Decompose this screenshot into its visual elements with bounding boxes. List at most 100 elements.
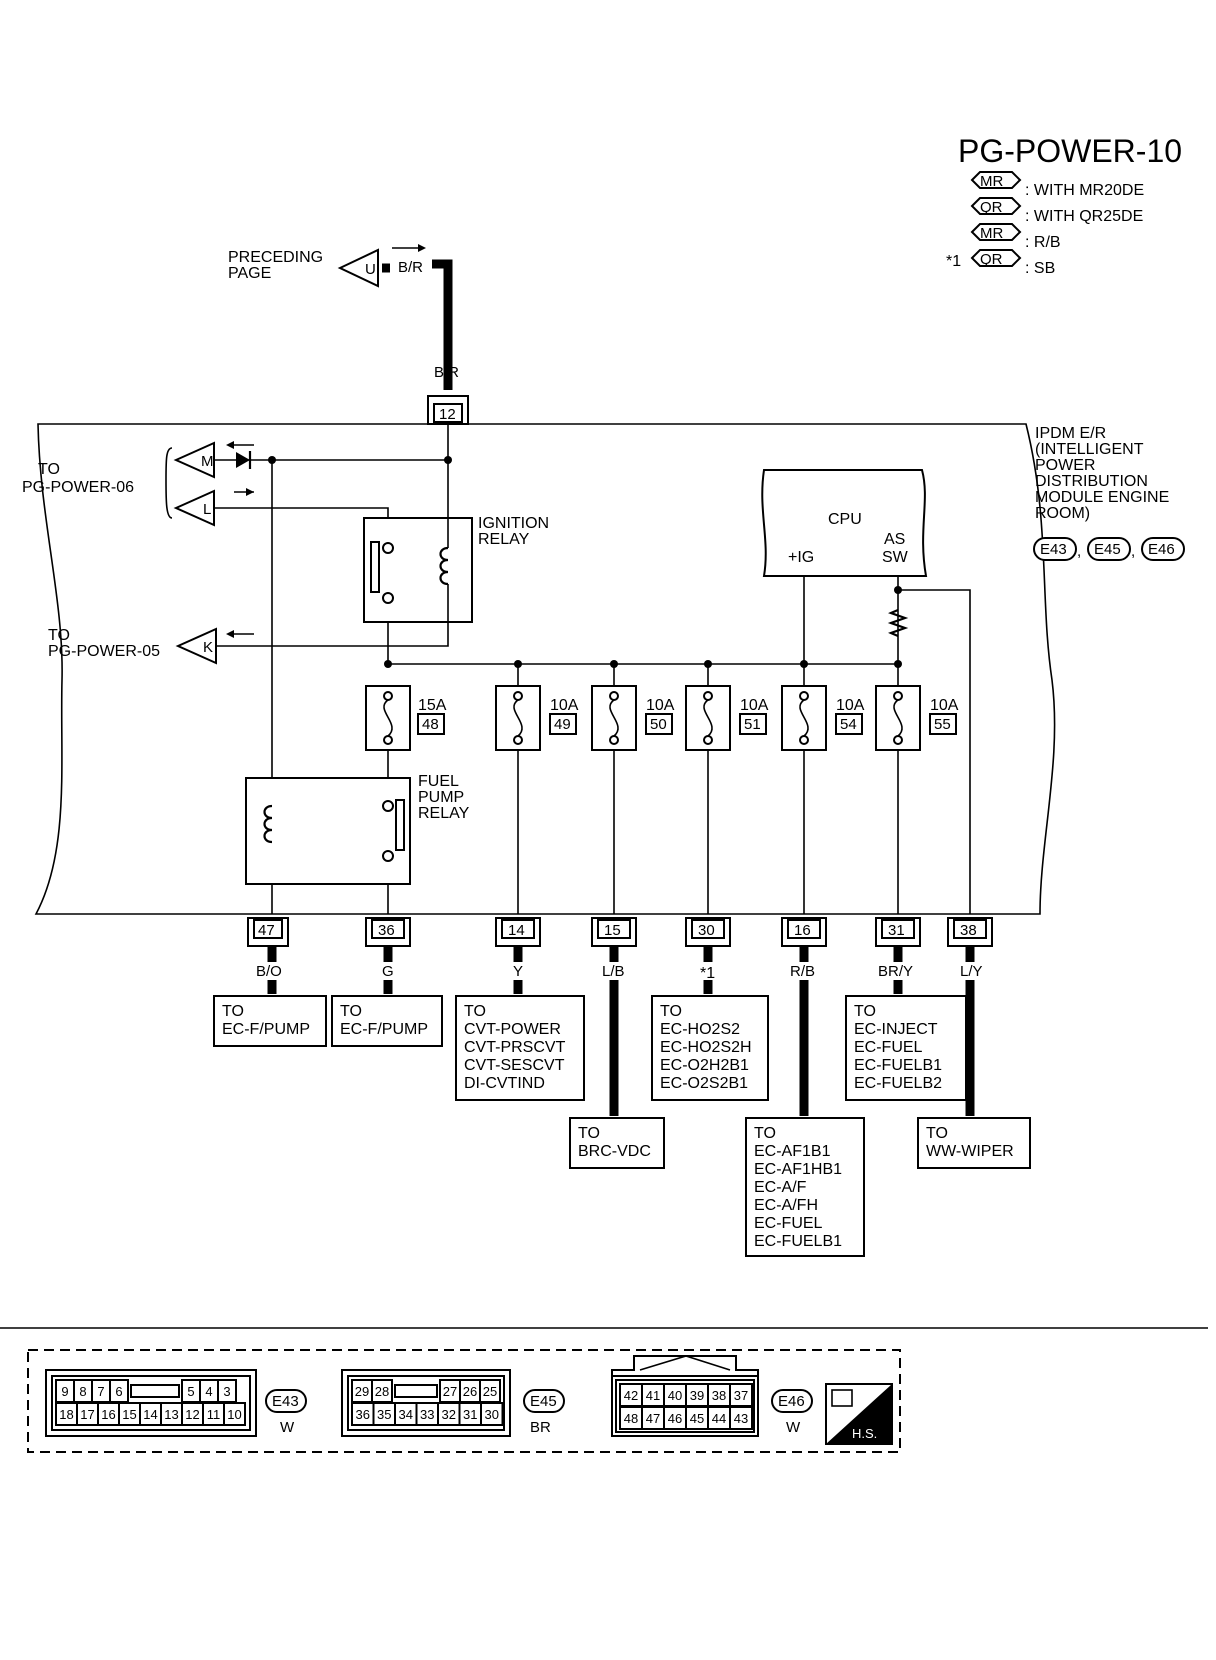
terminal-30: 30 *1 TO EC-HO2S2 EC-HO2S2H EC-O2H2B1 EC…: [651, 917, 769, 1101]
svg-text:TO: TO: [854, 1003, 876, 1020]
svg-text:RELAY: RELAY: [418, 805, 470, 822]
pin-number: 15: [122, 1407, 136, 1422]
svg-text:10A: 10A: [550, 697, 579, 714]
svg-text:CVT-PRSCVT: CVT-PRSCVT: [464, 1039, 566, 1056]
pin-number: 28: [375, 1384, 389, 1399]
svg-text:SW: SW: [882, 549, 909, 566]
wire-label: L/B: [602, 963, 625, 980]
ref-pg-power-05: TO PG-POWER-05 K: [48, 627, 217, 665]
terminal-16: 16 R/B TO EC-AF1B1 EC-AF1HB1 EC-A/F EC-A…: [745, 917, 865, 1257]
svg-text:EC-FUELB1: EC-FUELB1: [854, 1057, 942, 1074]
svg-text:E45: E45: [1094, 541, 1121, 558]
pin-number: 47: [646, 1411, 660, 1426]
pin-number: 11: [207, 1407, 221, 1422]
legend-item-qr-sb: QR : SB: [970, 249, 1055, 277]
connector-u: U: [365, 261, 376, 278]
ignition-relay: IGNITION RELAY: [363, 515, 549, 623]
pin-number: 35: [377, 1407, 391, 1422]
svg-text:15A: 15A: [418, 697, 447, 714]
preceding-page-ref: PRECEDING PAGE U B/R B/R 12: [228, 244, 469, 425]
pin-number: 9: [61, 1384, 68, 1399]
svg-text:10A: 10A: [646, 697, 675, 714]
pin-number: 40: [668, 1388, 682, 1403]
svg-text:PRECEDING: PRECEDING: [228, 249, 323, 266]
svg-text:BRC-VDC: BRC-VDC: [578, 1143, 651, 1160]
coil-icon: [263, 804, 273, 844]
svg-text:EC-FUELB1: EC-FUELB1: [754, 1233, 842, 1250]
pin-number: 25: [483, 1384, 497, 1399]
legend-item-qr: QR : WITH QR25DE: [970, 197, 1143, 225]
pin-number: 18: [59, 1407, 73, 1422]
terminal-36: 36 G TO EC-F/PUMP: [331, 917, 443, 1047]
coil-icon: [439, 546, 449, 586]
pin-number: 29: [355, 1384, 369, 1399]
pin-number: 6: [115, 1384, 122, 1399]
svg-text:EC-O2S2B1: EC-O2S2B1: [660, 1075, 748, 1092]
svg-text:50: 50: [650, 716, 667, 733]
svg-text:E46: E46: [778, 1393, 805, 1410]
svg-text:TO: TO: [48, 627, 70, 644]
svg-text:CPU: CPU: [828, 511, 862, 528]
terminal-12: 12: [439, 406, 456, 423]
pin-number: 44: [712, 1411, 726, 1426]
pin-number: 46: [668, 1411, 682, 1426]
connector-l: L: [203, 501, 211, 518]
wire-label: Y: [513, 963, 523, 980]
pin-number: 42: [624, 1388, 638, 1403]
svg-text:TO: TO: [340, 1003, 362, 1020]
svg-text:: R/B: : R/B: [1025, 234, 1061, 251]
ipdm-outline: [34, 423, 1056, 915]
svg-text:CVT-POWER: CVT-POWER: [464, 1021, 561, 1038]
svg-text:QR: QR: [980, 251, 1003, 268]
svg-text:PG-POWER-05: PG-POWER-05: [48, 643, 160, 660]
svg-text:FUEL: FUEL: [418, 773, 459, 790]
pin-number: 10: [227, 1407, 241, 1422]
svg-text:EC-FUEL: EC-FUEL: [854, 1039, 923, 1056]
svg-text:55: 55: [934, 716, 951, 733]
cpu: CPU +IG AS SW: [761, 469, 928, 577]
svg-text:10A: 10A: [740, 697, 769, 714]
svg-text:36: 36: [378, 922, 395, 939]
svg-text:TO: TO: [660, 1003, 682, 1020]
svg-text:W: W: [280, 1419, 295, 1436]
svg-text:10A: 10A: [930, 697, 959, 714]
svg-text:WW-WIPER: WW-WIPER: [926, 1143, 1014, 1160]
svg-text:16: 16: [794, 922, 811, 939]
fuse-49: 10A 49: [495, 685, 579, 751]
svg-text:DI-CVTIND: DI-CVTIND: [464, 1075, 545, 1092]
page-title: PG-POWER-10: [958, 133, 1182, 169]
svg-text:QR: QR: [980, 199, 1003, 216]
pin-number: 43: [734, 1411, 748, 1426]
svg-text:TO: TO: [754, 1125, 776, 1142]
pin-number: 8: [79, 1384, 86, 1399]
pin-number: 48: [624, 1411, 638, 1426]
svg-text:EC-HO2S2H: EC-HO2S2H: [660, 1039, 752, 1056]
svg-text:POWER: POWER: [1035, 457, 1095, 474]
svg-text:MR: MR: [980, 173, 1003, 190]
pin-number: 3: [223, 1384, 230, 1399]
svg-text:: SB: : SB: [1025, 260, 1055, 277]
connector-cavity: [223, 1402, 246, 1426]
svg-text:EC-F/PUMP: EC-F/PUMP: [340, 1021, 428, 1038]
wire-label: *1: [700, 965, 715, 982]
svg-text:MR: MR: [980, 225, 1003, 242]
svg-text:EC-AF1HB1: EC-AF1HB1: [754, 1161, 842, 1178]
svg-text:48: 48: [422, 716, 439, 733]
resistor-icon: [887, 608, 909, 638]
fuse-48: 15A 48: [365, 685, 447, 751]
svg-text:EC-AF1B1: EC-AF1B1: [754, 1143, 831, 1160]
pin-number: 37: [734, 1388, 748, 1403]
svg-text:EC-O2H2B1: EC-O2H2B1: [660, 1057, 749, 1074]
terminal-47: 47 B/O TO EC-F/PUMP: [213, 917, 327, 1047]
internal-wiring: [214, 424, 971, 914]
svg-text:51: 51: [744, 716, 761, 733]
svg-text:30: 30: [698, 922, 715, 939]
svg-text:E43: E43: [272, 1393, 299, 1410]
diode-icon: [236, 452, 250, 468]
wire-label: G: [382, 963, 394, 980]
svg-text:E43: E43: [1040, 541, 1067, 558]
svg-text:PAGE: PAGE: [228, 265, 271, 282]
pin-number: 7: [97, 1384, 104, 1399]
